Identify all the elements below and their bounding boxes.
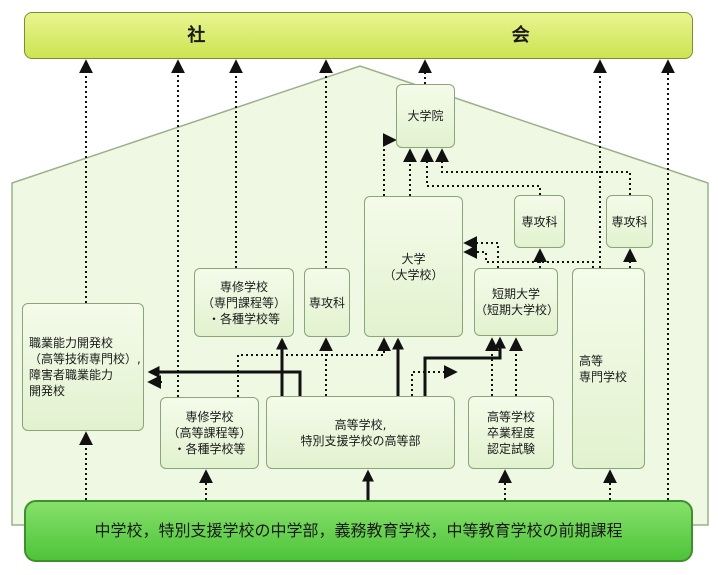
- major-course-tech-college-box: 専攻科: [606, 195, 653, 248]
- major-course-university-box: 専攻科: [514, 195, 565, 248]
- hs-equivalency-exam-box: 高等学校 卒業程度 認定試験: [468, 396, 554, 469]
- arrow-hs-to-vtraining: [147, 366, 302, 396]
- technical-college-box: 高等 専門学校: [572, 268, 645, 469]
- arrow-hs-to-juniorcollege: [423, 336, 506, 396]
- arrow-techmajor-to-grad: [435, 148, 631, 195]
- arrow-vlower-to-university: [237, 337, 391, 397]
- high-school-box: 高等学校, 特別支援学校の高等部: [266, 396, 455, 469]
- vocational-lower-school-box: 専修学校 （高等課程等） ・各種学校等: [160, 397, 259, 469]
- graduate-school-box: 大学院: [396, 84, 455, 148]
- arrow-jc-to-univ: [463, 236, 499, 268]
- vocational-training-school-box: 職業能力開発校 （高等技術専門校）, 障害者職業能力 開発校: [22, 303, 144, 431]
- major-course-high-school-box: 専攻科: [304, 268, 350, 337]
- arrow-layer: [79, 59, 675, 500]
- vocational-upper-school-box: 専修学校 （専門課程等） ・各種学校等: [194, 268, 294, 337]
- junior-high-school-box: 中学校，特別支援学校の中学部，義務教育学校，中等教育学校の前期課程: [24, 500, 693, 562]
- junior-college-box: 短期大学 （短期大学校）: [474, 268, 559, 336]
- university-box: 大学 （大学校）: [364, 196, 463, 337]
- society-box: 社 会: [24, 12, 693, 59]
- arrow-univ-to-society-route: [382, 133, 397, 196]
- arrow-major-to-grad: [420, 148, 541, 195]
